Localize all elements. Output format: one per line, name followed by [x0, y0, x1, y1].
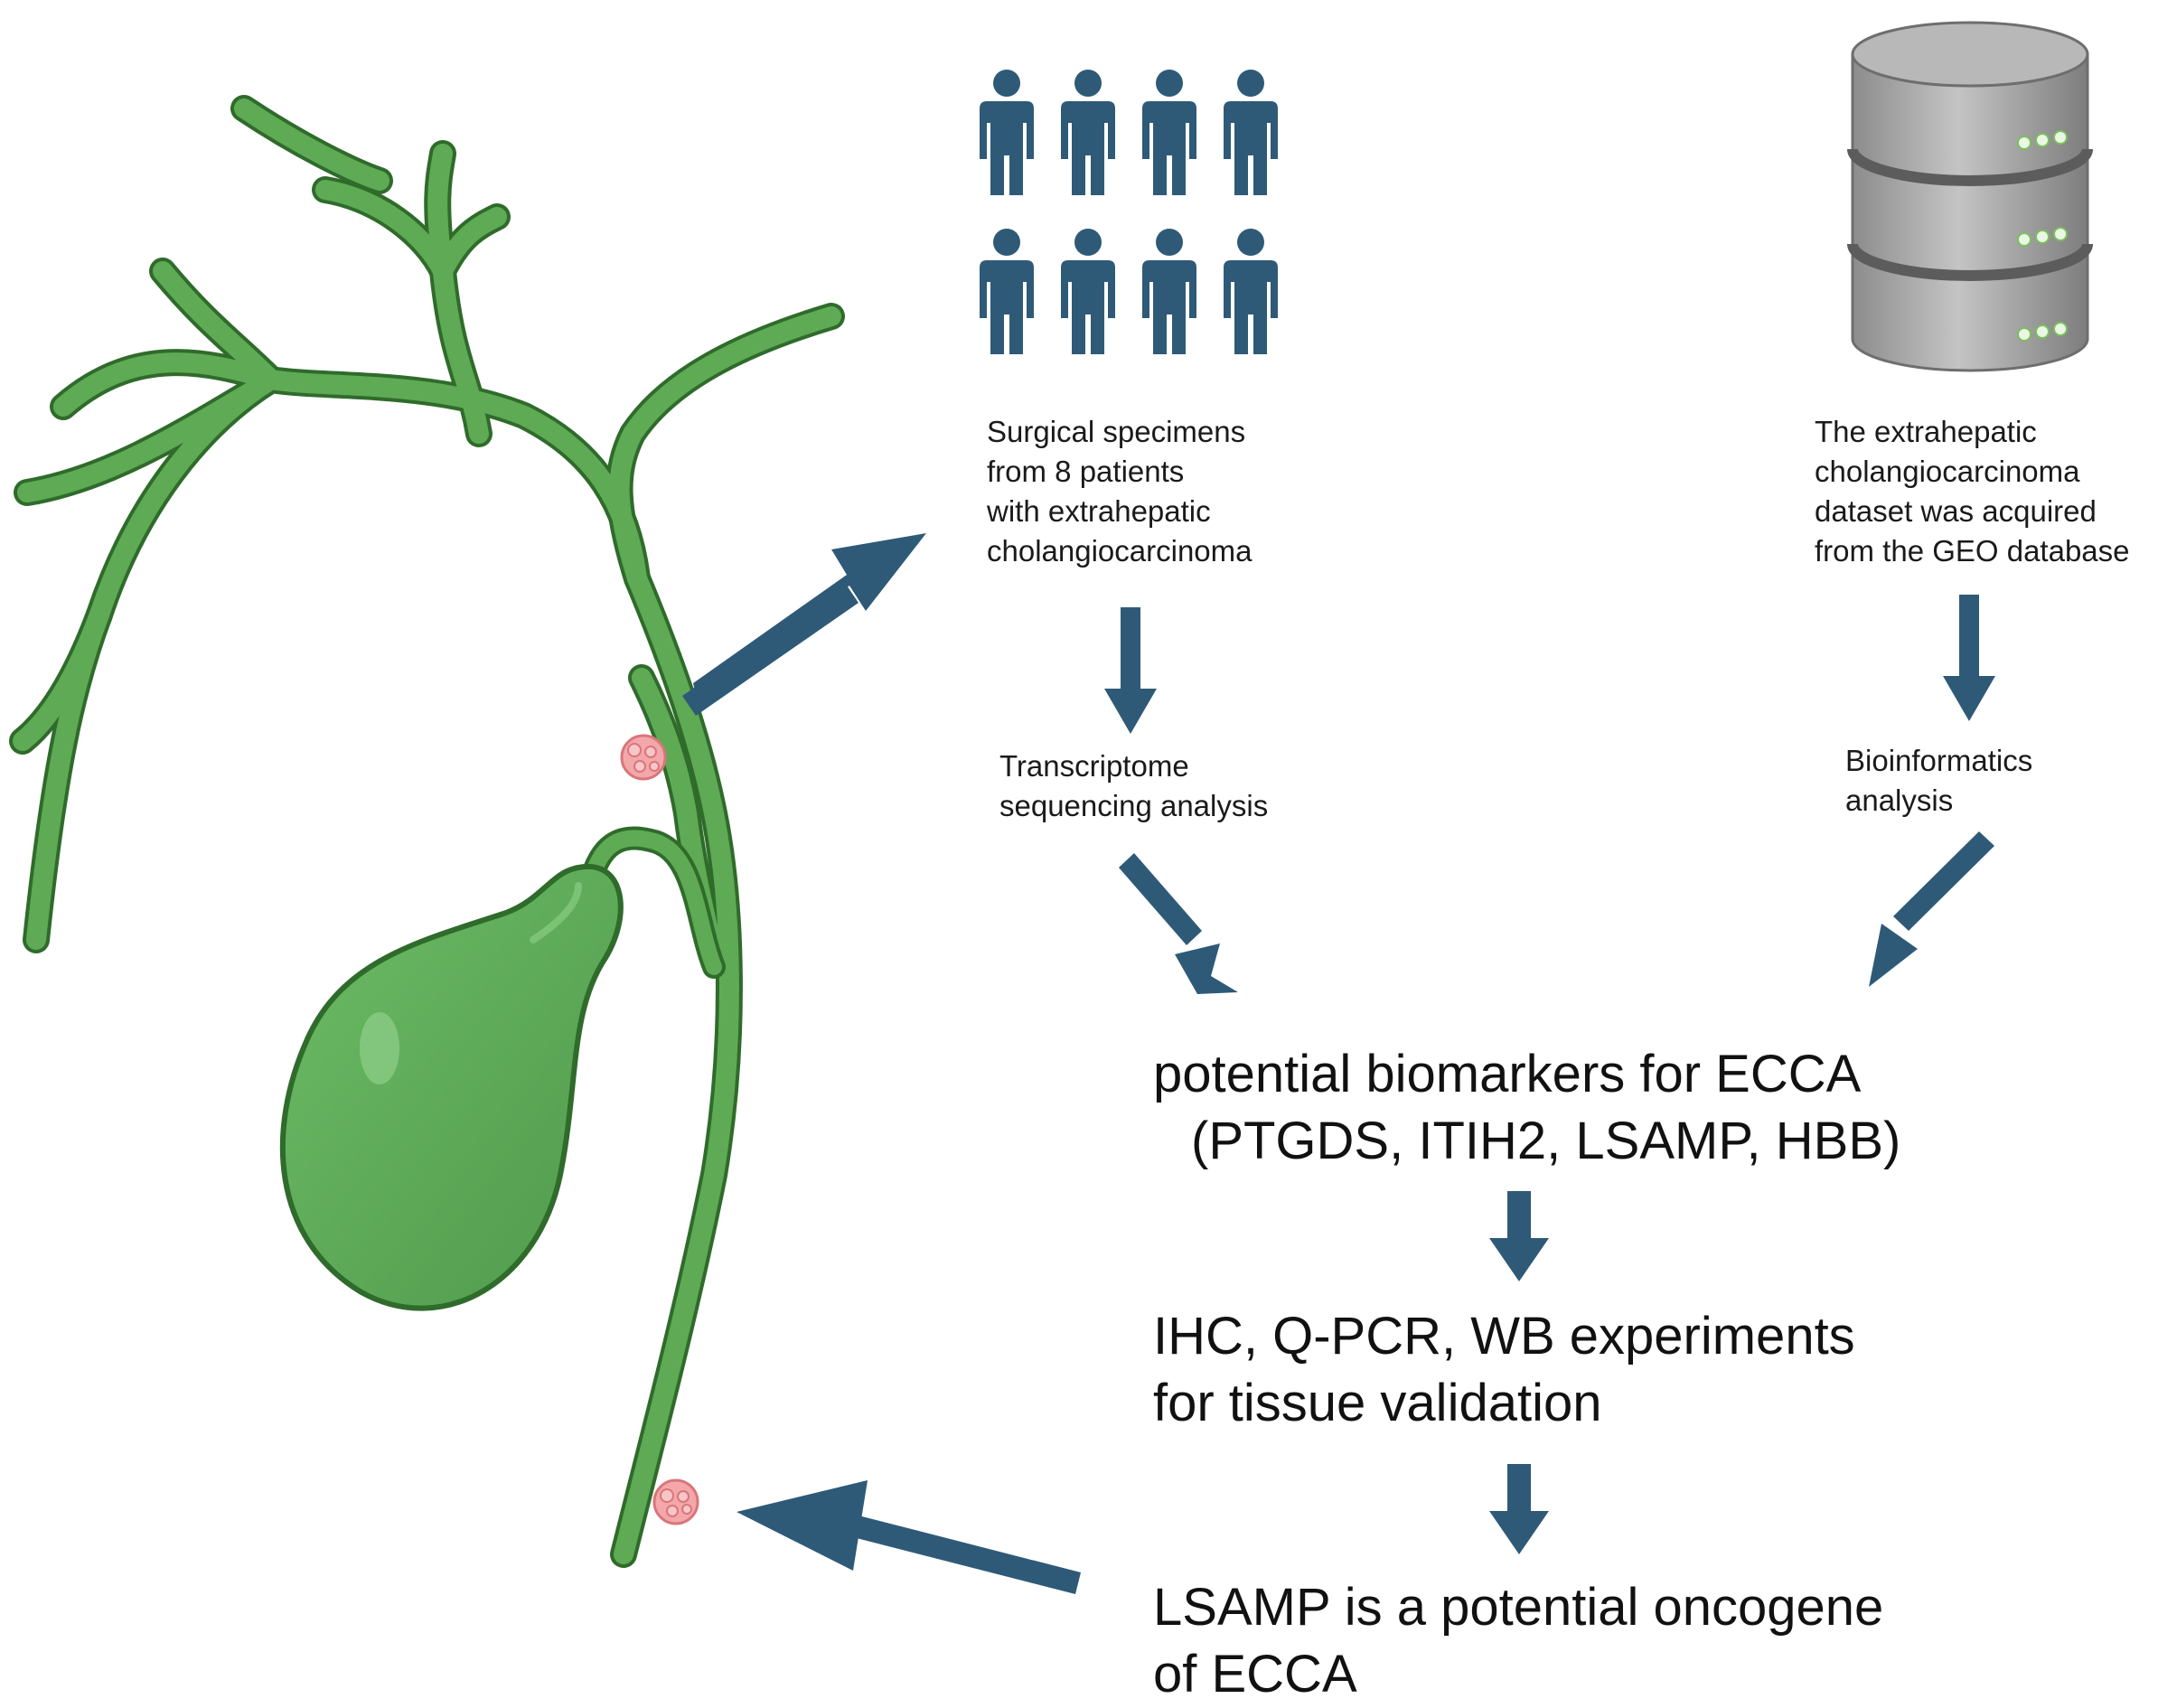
specimens-label: Surgical specimens from 8 patients with … — [987, 412, 1253, 571]
person-icon — [1061, 70, 1115, 195]
gallbladder — [279, 863, 624, 1311]
arrow-down-conclusion — [1489, 1464, 1549, 1554]
person-icon — [980, 70, 1034, 195]
person-icon — [1142, 229, 1196, 354]
arrow-down-transcriptome — [1104, 607, 1157, 734]
geo-dataset-line: from the GEO database — [1815, 534, 2130, 568]
transcriptome-line: Transcriptome — [999, 749, 1189, 783]
geo-dataset-line: dataset was acquired — [1815, 494, 2097, 528]
biomarkers-genes: (PTGDS, ITIH2, LSAMP, HBB) — [1191, 1112, 1901, 1170]
biomarkers-line: potential biomarkers for ECCA — [1153, 1045, 1862, 1103]
bioinformatics-line: analysis — [1845, 784, 1954, 817]
person-icon — [1142, 70, 1196, 195]
specimens-line: cholangiocarcinoma — [987, 534, 1253, 568]
bile-duct — [13, 99, 841, 1564]
conclusion-label: LSAMP is a potential oncogene of ECCA — [1153, 1574, 1883, 1708]
person-icon — [1061, 229, 1115, 354]
transcriptome-label: Transcriptome sequencing analysis — [999, 746, 1268, 826]
arrow-conclusion-to-tumor — [737, 1480, 1081, 1594]
arrow-transcriptome-to-biomarkers — [1119, 853, 1238, 994]
geo-dataset-line: cholangiocarcinoma — [1815, 455, 2080, 488]
arrow-bioinformatics-to-biomarkers — [1869, 831, 1994, 987]
person-icon — [1224, 229, 1278, 354]
specimens-line: Surgical specimens — [987, 415, 1246, 448]
bioinformatics-label: Bioinformatics analysis — [1845, 741, 2032, 821]
geo-dataset-line: The extrahepatic — [1815, 415, 2037, 448]
arrow-down-validation — [1489, 1191, 1549, 1281]
database-icon — [1847, 21, 2093, 372]
validation-line: for tissue validation — [1153, 1374, 1602, 1432]
validation-label: IHC, Q-PCR, WB experiments for tissue va… — [1153, 1303, 1855, 1437]
tumor-icon — [620, 734, 667, 781]
specimens-line: with extrahepatic — [987, 494, 1211, 528]
person-icon — [1224, 70, 1278, 195]
arrow-to-specimens-shaft — [682, 583, 859, 716]
people-group-icon — [980, 70, 1278, 354]
biliary-tree-gallbladder-icon — [9, 95, 845, 1568]
biomarkers-label: potential biomarkers for ECCA (PTGDS, IT… — [1153, 1041, 1900, 1175]
flow-arrows — [682, 533, 1995, 1594]
conclusion-line: of ECCA — [1153, 1645, 1357, 1703]
tumor-icon — [652, 1478, 699, 1525]
conclusion-line: LSAMP is a potential oncogene — [1153, 1578, 1884, 1637]
gallbladder-highlight — [360, 1012, 399, 1084]
validation-line: IHC, Q-PCR, WB experiments — [1153, 1307, 1855, 1365]
bioinformatics-line: Bioinformatics — [1845, 744, 2033, 777]
specimens-line: from 8 patients — [987, 455, 1185, 488]
geo-dataset-label: The extrahepatic cholangiocarcinoma data… — [1815, 412, 2130, 571]
person-icon — [980, 229, 1034, 354]
arrow-down-bioinformatics — [1943, 595, 1995, 721]
transcriptome-line: sequencing analysis — [999, 789, 1269, 822]
